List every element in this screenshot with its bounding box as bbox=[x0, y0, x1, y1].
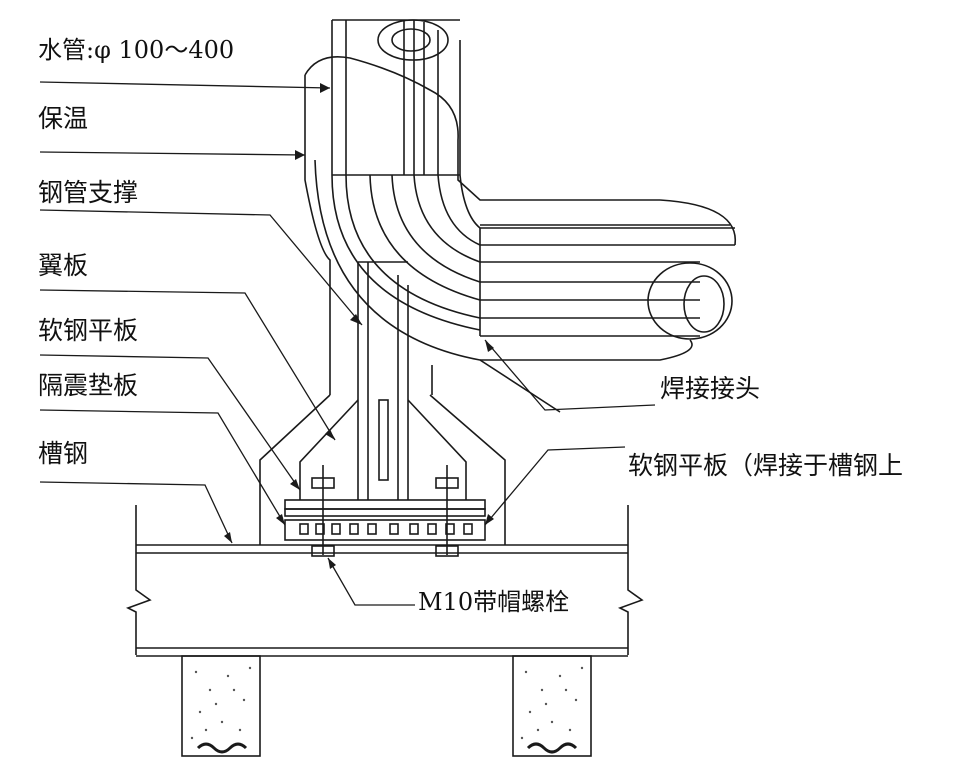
label-mild-steel-plate-welded: 软钢平板（焊接于槽钢上 bbox=[628, 451, 904, 480]
concrete-piers bbox=[181, 655, 592, 757]
channel-steel bbox=[125, 505, 644, 657]
steel-support bbox=[259, 261, 506, 545]
label-insulation: 保温 bbox=[38, 104, 89, 133]
label-pipe-support: 钢管支撑 bbox=[38, 178, 139, 207]
label-channel-steel: 槽钢 bbox=[38, 439, 89, 468]
horizontal-pipe bbox=[479, 199, 737, 361]
label-isolation-pad: 隔震垫板 bbox=[38, 371, 139, 400]
label-wing-plate: 翼板 bbox=[38, 251, 89, 280]
vertical-pipe bbox=[331, 19, 461, 175]
leader-arrowheads bbox=[224, 83, 494, 569]
label-bolt: M10带帽螺栓 bbox=[418, 588, 570, 616]
pipe-elbow bbox=[314, 159, 561, 413]
label-weld-joint: 焊接接头 bbox=[660, 374, 761, 403]
label-mild-steel-plate: 软钢平板 bbox=[38, 316, 139, 345]
label-water-pipe: 水管:φ 100～400 bbox=[38, 36, 235, 64]
insulation-jacket bbox=[304, 56, 730, 395]
base-plates bbox=[284, 465, 486, 557]
leader-lines bbox=[39, 81, 656, 606]
